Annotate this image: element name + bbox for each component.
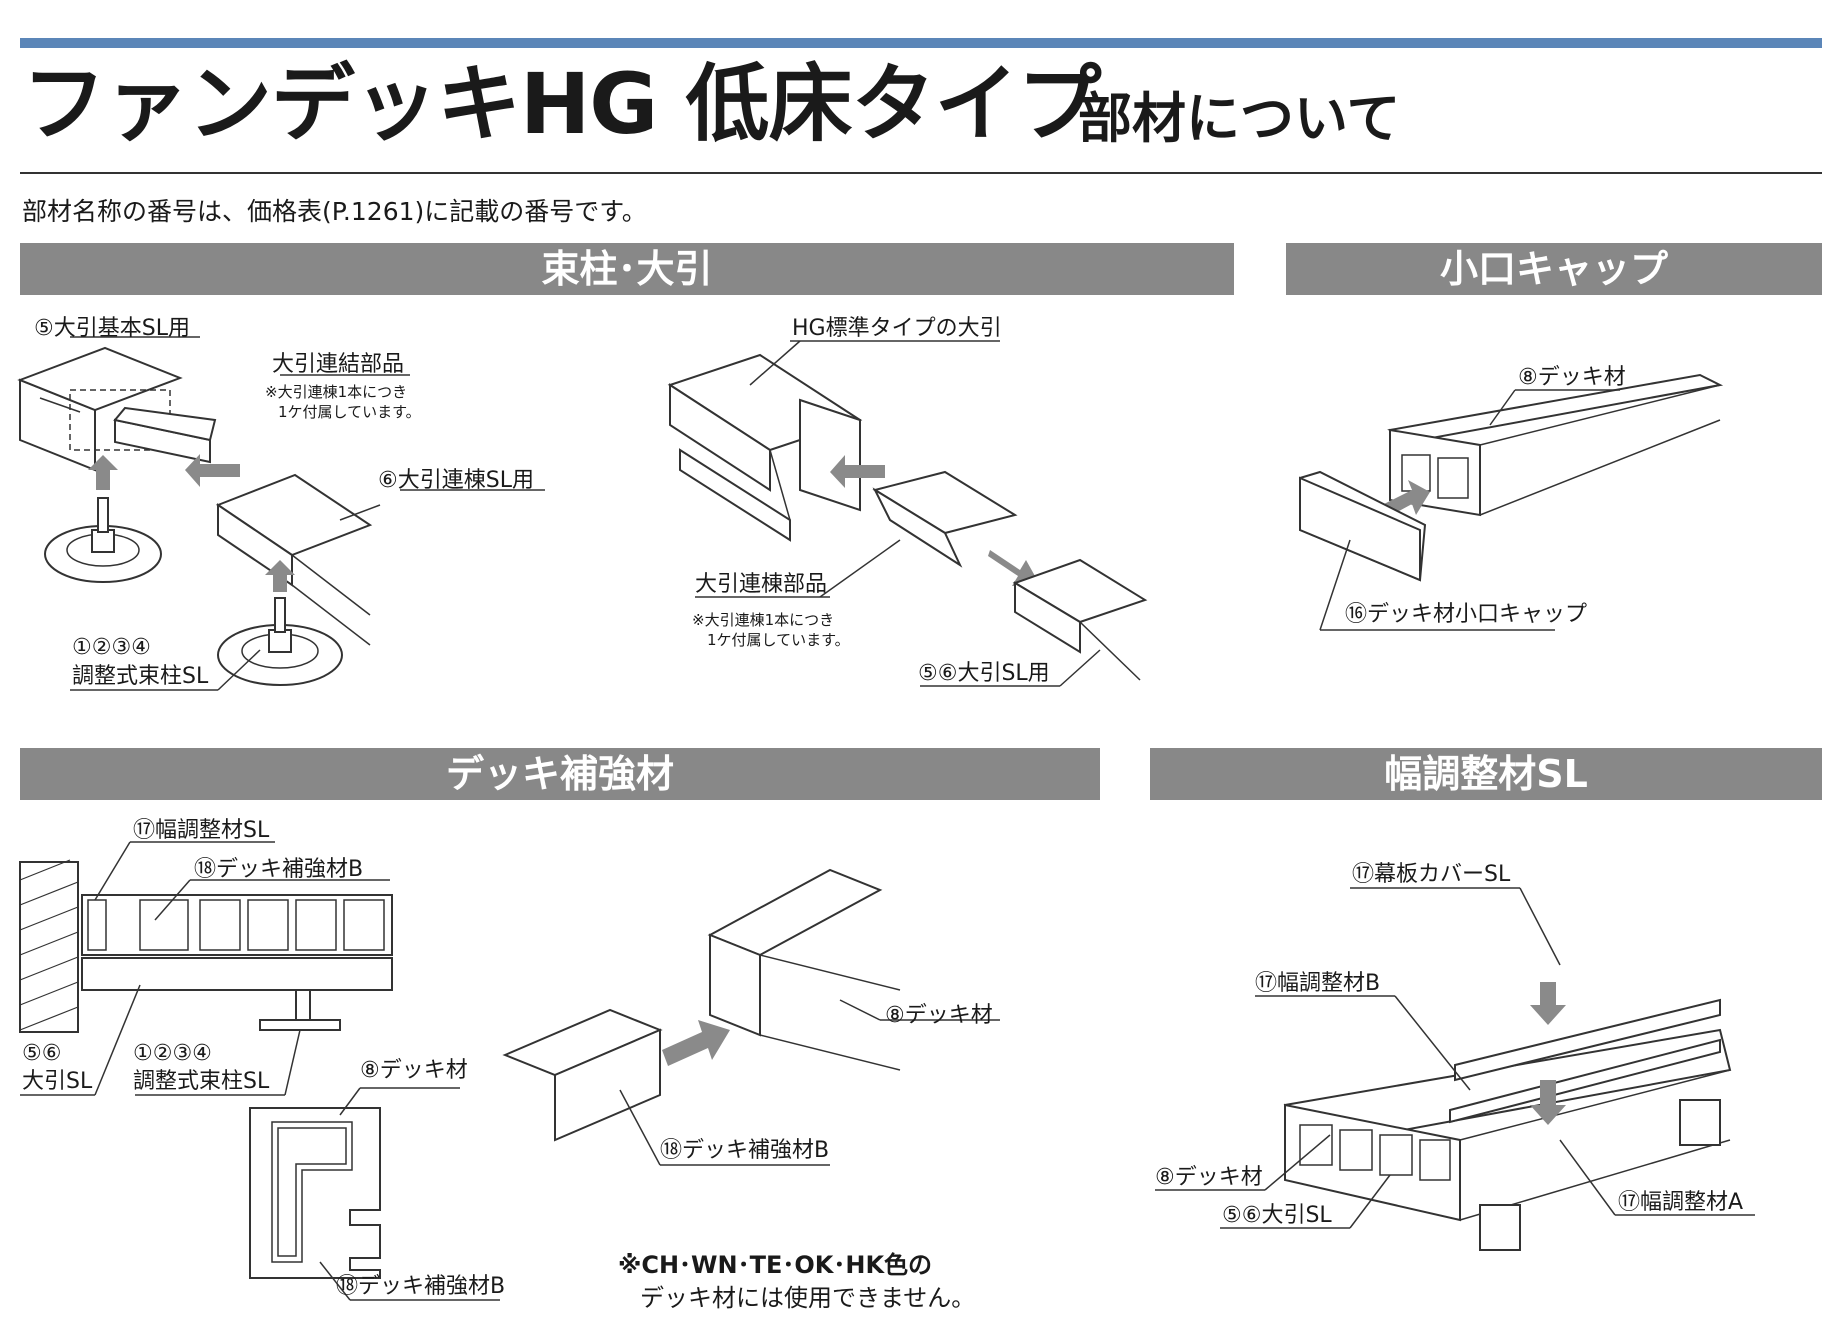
- cap-drawing: [1299, 470, 1427, 582]
- label-deck-board-1: ⑧デッキ材: [1518, 365, 1626, 390]
- label-width-adjust: ⑰幅調整材SL: [133, 818, 270, 843]
- arrow-right-icon-3: [662, 1020, 730, 1066]
- label-fascia-cover: ⑰幕板カバーSL: [1352, 862, 1511, 887]
- beam-joint-drawing: [215, 473, 381, 646]
- label-joint-part-note2: 1ケ付属しています。: [707, 631, 850, 649]
- arrow-up-icon-1: [88, 455, 118, 490]
- post-drawing-2: [217, 597, 343, 686]
- section-header-haba: 幅調整材SL: [1150, 748, 1822, 800]
- label-joint-part: 大引連棟部品: [695, 572, 828, 597]
- label-beam: 大引SL: [22, 1069, 93, 1094]
- arrow-left-icon-2: [830, 455, 885, 488]
- reinforcement-closeup-drawing: [249, 1107, 381, 1279]
- page-subtitle: 部材について: [1078, 87, 1401, 150]
- arrow-right-icon-1: [988, 550, 1040, 586]
- warning-line2: デッキ材には使用できません。: [640, 1284, 976, 1312]
- label-hg-beam: HG標準タイプの大引: [792, 316, 1002, 341]
- arrow-left-icon-1: [185, 454, 240, 487]
- label-joint-part-note1: ※大引連棟1本につき: [692, 611, 835, 629]
- label-post2-numbers: ①②③④: [133, 1041, 212, 1066]
- label-post: 調整式束柱SL: [72, 664, 209, 689]
- title-divider: [20, 172, 1822, 174]
- label-beam-sl-2: ⑤⑥大引SL: [1222, 1203, 1332, 1228]
- label-cap: ⑯デッキ材小口キャップ: [1345, 602, 1588, 627]
- label-beam-connector-note1: ※大引連棟1本につき: [265, 383, 408, 401]
- post-drawing-1: [44, 497, 162, 583]
- reinforcement-section-drawing: [19, 859, 393, 1033]
- label-width-adjust-b: ⑰幅調整材B: [1255, 971, 1381, 996]
- label-reinforcement-1: ⑱デッキ補強材B: [194, 857, 364, 882]
- label-beam-basic: ⑤大引基本SL用: [34, 316, 190, 341]
- label-reinforcement-3: ⑱デッキ補強材B: [660, 1138, 830, 1163]
- reinforcement-bar-drawing: [502, 1008, 663, 1142]
- page-note: 部材名称の番号は、価格表(P.1261)に記載の番号です。: [22, 197, 647, 226]
- page-title: ファンデッキHG 低床タイプ: [22, 55, 1101, 153]
- width-adjust-drawing: [1283, 998, 1732, 1251]
- label-reinforcement-2: ⑱デッキ補強材B: [336, 1274, 506, 1299]
- warning-line1: ※CH･WN･TE･OK･HK色の: [618, 1251, 933, 1279]
- hg-beam-drawing: [667, 353, 863, 542]
- label-deck-board-2: ⑧デッキ材: [360, 1058, 468, 1083]
- deck-board-drawing: [1387, 373, 1724, 517]
- arrow-up-icon-2: [265, 560, 295, 592]
- section-header-tsuka: 束柱･大引: [20, 243, 1234, 295]
- top-accent-bar: [20, 38, 1822, 48]
- label-post2: 調整式束柱SL: [133, 1069, 270, 1094]
- deck-board-3d-drawing: [707, 868, 901, 1071]
- label-beam-sl: ⑤⑥大引SL用: [918, 661, 1050, 686]
- connector-part-drawing: [872, 470, 1018, 568]
- label-width-adjust-a: ⑰幅調整材A: [1618, 1190, 1744, 1215]
- beam-sl-drawing: [1012, 558, 1148, 681]
- label-beam-joint: ⑥大引連棟SL用: [378, 468, 534, 493]
- label-beam-connector: 大引連結部品: [272, 352, 405, 377]
- arrow-down-icon-2: [1530, 1080, 1566, 1125]
- section-header-hokyo: デッキ補強材: [20, 748, 1100, 800]
- label-beam-connector-note2: 1ケ付属しています。: [278, 403, 421, 421]
- label-deck-board-4: ⑧デッキ材: [1155, 1165, 1263, 1190]
- beam-basic-drawing: [17, 346, 217, 472]
- label-post-numbers: ①②③④: [72, 635, 151, 660]
- label-deck-board-3: ⑧デッキ材: [885, 1003, 993, 1028]
- label-beam-numbers: ⑤⑥: [22, 1041, 62, 1066]
- arrow-down-icon-1: [1530, 982, 1566, 1025]
- section-header-koguchi: 小口キャップ: [1286, 243, 1822, 295]
